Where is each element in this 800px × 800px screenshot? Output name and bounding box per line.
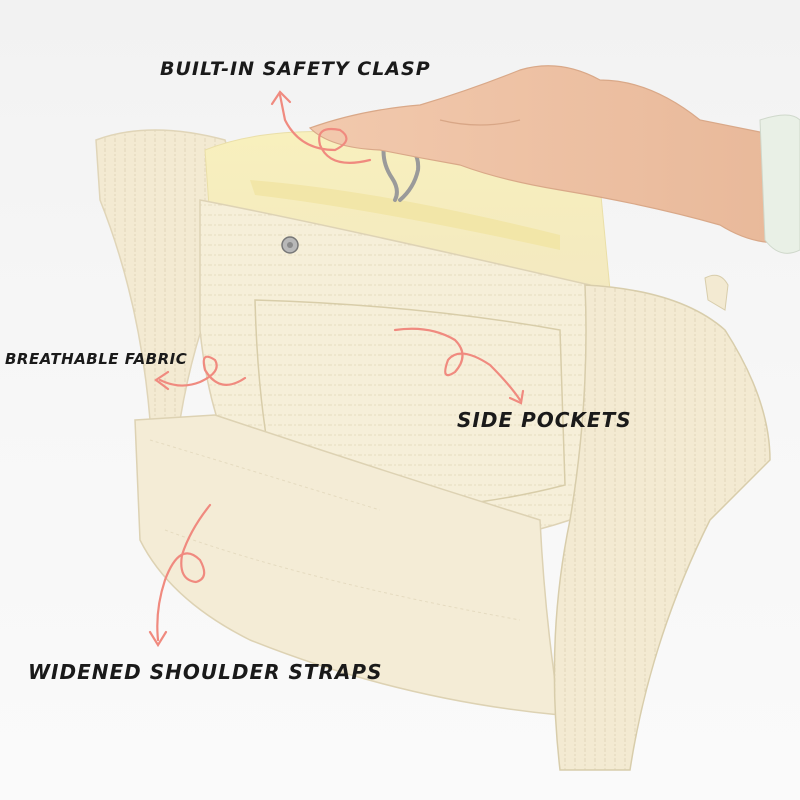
label-side-pockets: SIDE POCKETS [457, 408, 632, 432]
strap-loop [704, 274, 729, 311]
label-safety-clasp: BUILT-IN SAFETY CLASP [160, 58, 431, 80]
inner-webbing [250, 180, 560, 250]
label-shoulder-straps: WIDENED SHOULDER STRAPS [28, 660, 383, 684]
sleeve [759, 114, 800, 254]
right-shoulder-strap [553, 284, 771, 771]
curly-arrow-icon [148, 90, 525, 648]
label-breathable-fabric: BREATHABLE FABRIC [5, 350, 188, 368]
